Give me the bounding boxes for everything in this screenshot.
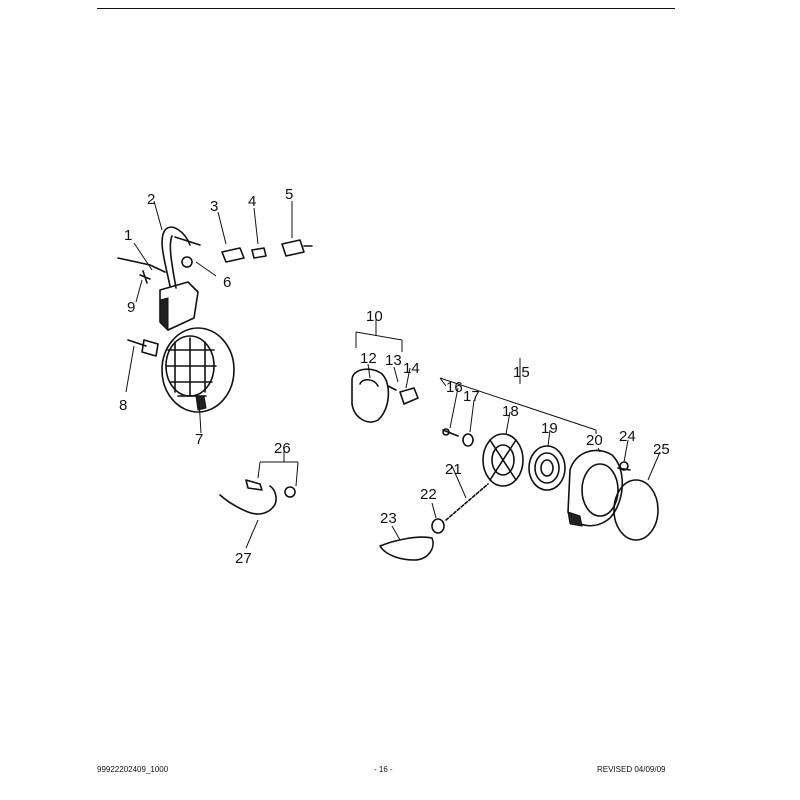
- callout-8: 8: [119, 397, 127, 414]
- callout-27: 27: [235, 550, 252, 567]
- top-rule: [97, 8, 675, 9]
- callout-26: 26: [274, 440, 291, 457]
- callout-5: 5: [285, 186, 293, 203]
- callout-4: 4: [248, 193, 256, 210]
- callout-21: 21: [445, 461, 462, 478]
- starter-housing-drawing: [567, 449, 623, 527]
- callout-6: 6: [223, 274, 231, 291]
- callout-10: 10: [366, 308, 383, 325]
- starter-seal-drawing: [613, 479, 659, 541]
- starter-spring-drawing: [528, 445, 566, 491]
- callout-25: 25: [653, 441, 670, 458]
- callout-15: 15: [513, 364, 530, 381]
- callout-18: 18: [502, 403, 519, 420]
- callout-3: 3: [210, 198, 218, 215]
- flywheel-nut-drawing: [127, 339, 159, 357]
- spark-plug-boot-drawing: [221, 239, 313, 263]
- leader-lines: [125, 200, 661, 549]
- flywheel-drawing: [161, 327, 235, 413]
- callout-labels: 2 1 3 4 5 6 9 8 7 10 12 13 14 15 16 17 1…: [119, 186, 670, 567]
- callout-14: 14: [403, 360, 420, 377]
- footer-page-number: - 16 -: [374, 765, 393, 774]
- starter-handle-drawing: [379, 536, 434, 561]
- washer-17-drawing: [462, 433, 474, 447]
- callout-20: 20: [586, 432, 603, 449]
- callout-23: 23: [380, 510, 397, 527]
- ignition-module-drawing: [117, 226, 201, 332]
- starter-rope-drawing: [445, 483, 489, 521]
- callout-1: 1: [124, 227, 132, 244]
- stop-switch-drawing: [219, 479, 296, 515]
- footer-revised-date: REVISED 04/09/09: [597, 765, 666, 774]
- bolt-24-drawing: [617, 461, 631, 471]
- callout-22: 22: [420, 486, 437, 503]
- callout-9: 9: [127, 299, 135, 316]
- footer-part-number: 99922202409_1000: [97, 765, 169, 774]
- callout-24: 24: [619, 428, 636, 445]
- callout-12: 12: [360, 350, 377, 367]
- callout-13: 13: [385, 352, 402, 369]
- callout-7: 7: [195, 431, 203, 448]
- rope-guide-drawing: [431, 518, 445, 534]
- callout-2: 2: [147, 191, 155, 208]
- starter-pulley-drawing: [482, 433, 524, 487]
- callout-19: 19: [541, 420, 558, 437]
- callout-17: 17: [463, 388, 480, 405]
- pawl-assembly-drawing: [351, 368, 419, 423]
- bolt-16-drawing: [442, 428, 459, 437]
- callout-16: 16: [446, 379, 463, 396]
